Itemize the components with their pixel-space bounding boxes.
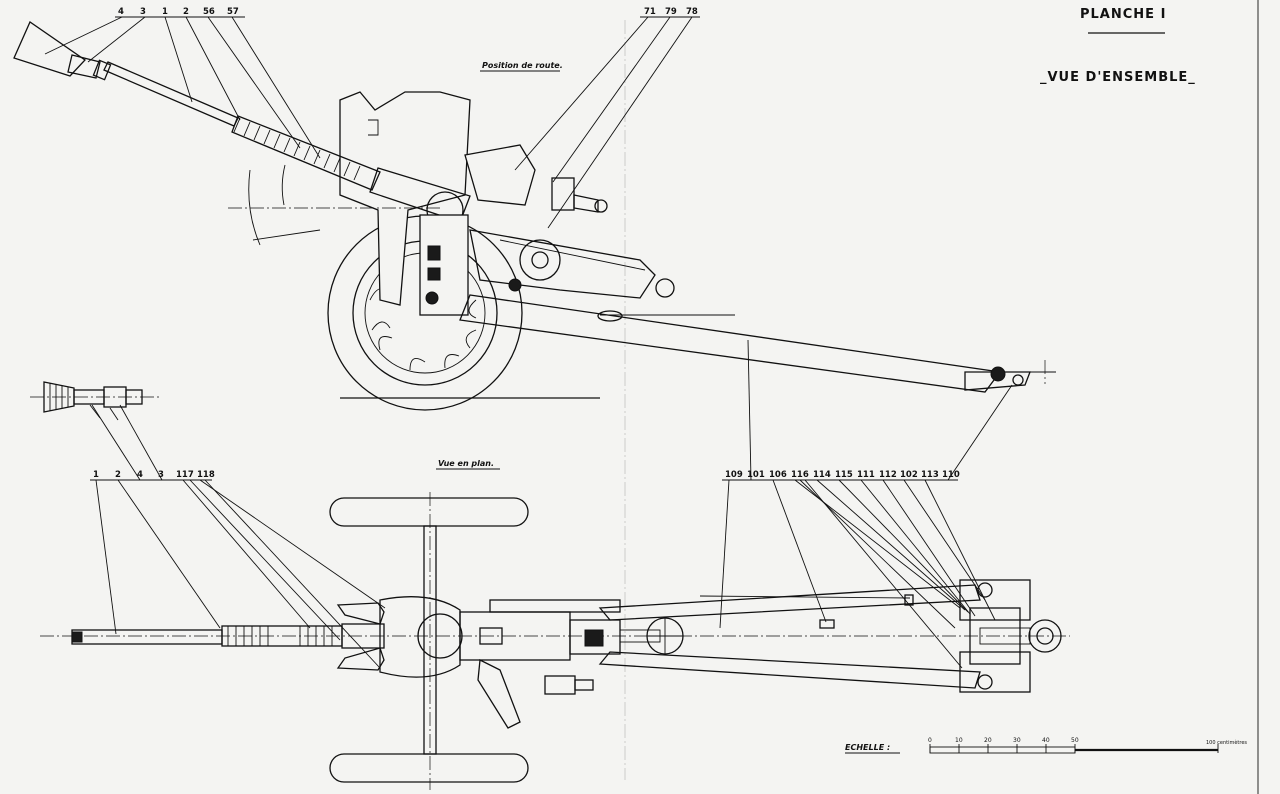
plan-view: Vue en plan. (40, 459, 1070, 790)
callout-label: 3 (158, 470, 164, 480)
callout-label: 2 (183, 7, 189, 17)
elevation-arc (228, 164, 440, 246)
scale-bar: ECHELLE : 0 10 20 30 40 50 100 centimètr… (845, 737, 1247, 754)
callout-label: 113 (921, 470, 939, 480)
callout-label: 117 (176, 470, 194, 480)
plan-shield-left (336, 602, 385, 625)
callout-label: 1 (93, 470, 99, 480)
callout-label: 57 (227, 7, 239, 17)
plan-breech (459, 599, 684, 729)
breech-assembly (419, 144, 675, 316)
plan-callouts-left: 1 2 4 3 117 118 (90, 404, 386, 669)
callout-label: 114 (813, 470, 831, 480)
callout-label: 4 (118, 7, 124, 17)
side-view: Position de route. (13, 21, 1056, 411)
callout-label: 1 (162, 7, 168, 17)
callout-label: 111 (857, 470, 875, 480)
axle (423, 525, 437, 755)
scale-label: ECHELLE : (845, 743, 890, 752)
callout-label: 116 (791, 470, 809, 480)
scale-tick: 0 (928, 737, 932, 744)
callout-label: 78 (686, 7, 698, 17)
plan-wheel-top (329, 497, 529, 527)
scale-tick: 40 (1042, 737, 1050, 744)
callout-label: 115 (835, 470, 853, 480)
callout-label: 56 (203, 7, 215, 17)
scale-end-label: 100 centimètres (1206, 739, 1247, 746)
side-callouts-left: 4 3 1 2 56 57 (44, 7, 321, 159)
callout-label: 71 (644, 7, 656, 17)
callout-label: 112 (879, 470, 897, 480)
plan-callouts-right: 109 101 106 116 114 115 111 112 102 113 … (719, 339, 1013, 669)
callout-label: 79 (665, 7, 677, 17)
callout-label: 109 (725, 470, 743, 480)
scale-tick: 30 (1013, 737, 1021, 744)
callout-label: 101 (747, 470, 765, 480)
plan-trails (598, 579, 1062, 693)
callout-label: 4 (137, 470, 143, 480)
scale-tick: 10 (955, 737, 963, 744)
plan-shield-right (336, 647, 385, 671)
muzzle-brake-detail (30, 381, 160, 421)
callout-label: 118 (197, 470, 215, 480)
callout-label: 106 (769, 470, 787, 480)
plan-wheel-bottom (329, 753, 529, 783)
plate-subtitle: _VUE D'ENSEMBLE_ (1040, 70, 1196, 85)
plan-view-caption: Vue en plan. (438, 459, 494, 468)
side-view-caption: Position de route. (482, 61, 563, 70)
side-trail (459, 294, 1056, 393)
callout-label: 2 (115, 470, 121, 480)
scale-tick: 50 (1071, 737, 1079, 744)
side-callouts-right: 71 79 78 (514, 7, 700, 229)
scale-tick: 20 (984, 737, 992, 744)
plan-barrel (71, 623, 385, 649)
plate-title: PLANCHE I (1080, 7, 1166, 22)
plate-header: PLANCHE I _VUE D'ENSEMBLE_ (1040, 7, 1196, 85)
callout-label: 102 (900, 470, 918, 480)
callout-label: 3 (140, 7, 146, 17)
